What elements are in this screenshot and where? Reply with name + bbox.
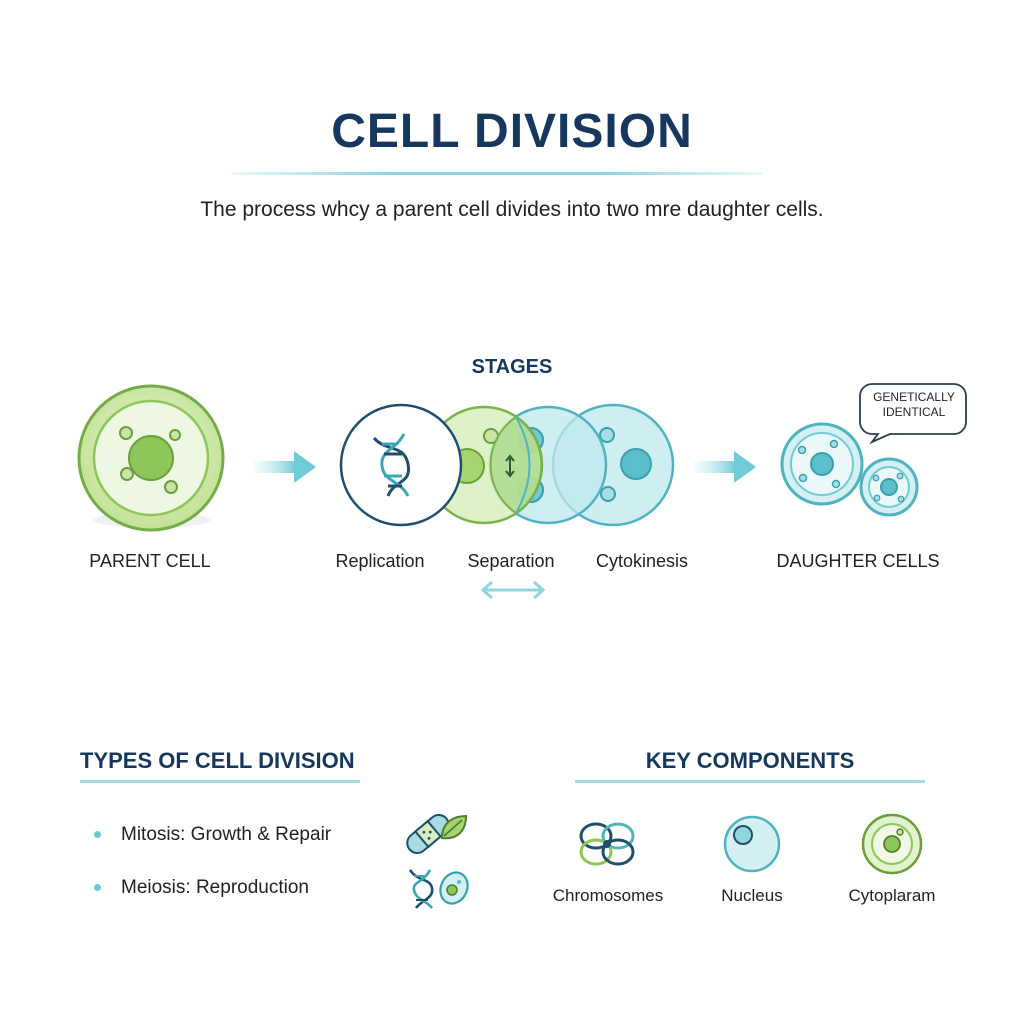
bandage-leaf-icon [406,814,468,854]
stages-diagram [339,403,675,527]
dna-icon [372,433,411,497]
daughter-cells-icon [780,422,919,517]
bullet-dot [94,884,101,892]
double-arrow-icon [480,580,546,600]
parent-cell-label: PARENT CELL [89,551,211,571]
bubble-text-line1: GENETICALLY [873,390,955,404]
chromosomes-label: Chromosomes [552,886,664,905]
types-item-mitosis: Mitosis: Growth & Repair [94,824,331,846]
page-subtitle: The process whcy a parent cell divides i… [200,198,824,221]
cytokinesis-label: Cytokinesis [595,551,689,571]
speech-bubble-icon [859,383,967,445]
dna-cell-icon [408,869,469,909]
mitosis-label: Mitosis: Growth & Repair [121,824,332,845]
title-underline [232,172,762,175]
replication-cell-icon [339,403,463,527]
meiosis-label: Meiosis: Reproduction [121,877,309,898]
nucleus-icon [723,815,781,873]
daughter-cells-label: DAUGHTER CELLS [776,551,940,571]
bubble-text-line2: IDENTICAL [882,405,946,419]
replication-label: Replication [335,551,425,571]
bullet-dot [94,831,101,839]
components-underline [575,780,925,783]
stages-title: STAGES [471,356,553,378]
chromosome-icon [579,822,635,866]
components-title: KEY COMPONENTS [645,748,855,773]
types-title: TYPES OF CELL DIVISION [80,748,355,773]
cytoplasm-label: Cytoplaram [848,886,936,905]
arrow-right-icon [694,451,756,483]
parent-cell-icon [77,384,225,532]
types-underline [80,780,360,783]
types-item-meiosis: Meiosis: Reproduction [94,877,309,899]
page-title: CELL DIVISION [331,105,693,158]
separation-label: Separation [467,551,555,571]
arrow-right-icon [254,451,316,483]
nucleus-label: Nucleus [721,886,783,905]
cytoplasm-icon [861,813,923,875]
